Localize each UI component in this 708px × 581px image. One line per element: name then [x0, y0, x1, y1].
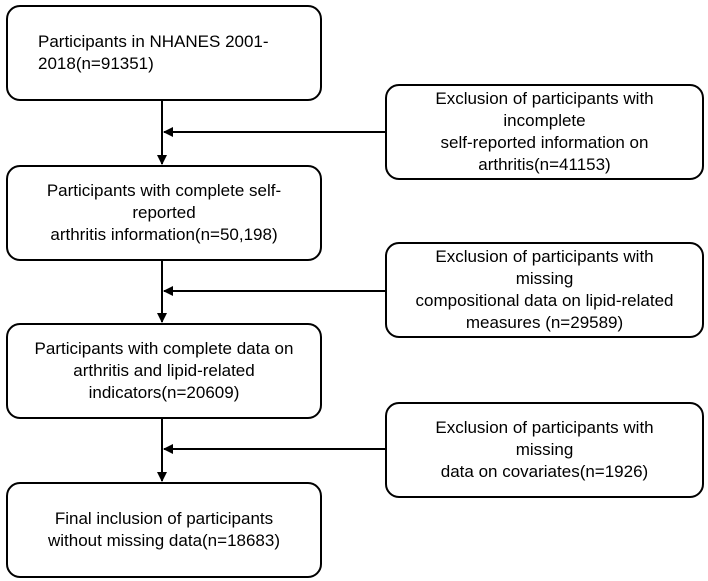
nhanes-participants-box: Participants in NHANES 2001- 2018(n=9135… [6, 5, 322, 101]
box-line: Final inclusion of participants [54, 509, 274, 528]
box-line: Participants with complete self- [46, 181, 282, 200]
box-line: data on covariates(n=1926) [440, 462, 649, 481]
box-line: arthritis(n=41153) [478, 155, 611, 174]
box-line: reported [132, 203, 196, 222]
final-inclusion-box: Final inclusion of participants without … [6, 482, 322, 578]
box-line: Exclusion of participants with [435, 247, 654, 266]
box-line: without missing data(n=18683) [48, 531, 280, 550]
exclusion-lipid-box: Exclusion of participants with missing c… [385, 242, 704, 338]
box-line: missing [515, 440, 574, 459]
box-line: Exclusion of participants with [435, 418, 654, 437]
box-line: Participants with complete data on [34, 339, 294, 358]
box-line: 2018(n=91351) [38, 54, 154, 73]
box-line: arthritis and lipid-related [73, 361, 255, 380]
box-line: arthritis information(n=50,198) [50, 225, 278, 244]
complete-self-reported-box: Participants with complete self- reporte… [6, 165, 322, 261]
box-line: Exclusion of participants with [435, 89, 654, 108]
box-line: indicators(n=20609) [88, 383, 240, 402]
box-line: incomplete [503, 111, 586, 130]
box-line: Participants in NHANES 2001- [38, 32, 269, 51]
exclusion-covariates-box: Exclusion of participants with missing d… [385, 402, 704, 498]
box-line: measures (n=29589) [465, 313, 624, 332]
complete-lipid-data-box: Participants with complete data on arthr… [6, 323, 322, 419]
box-line: missing [515, 269, 574, 288]
box-line: compositional data on lipid-related [415, 291, 674, 310]
box-line: self-reported information on [440, 133, 649, 152]
exclusion-arthritis-box: Exclusion of participants with incomplet… [385, 84, 704, 180]
